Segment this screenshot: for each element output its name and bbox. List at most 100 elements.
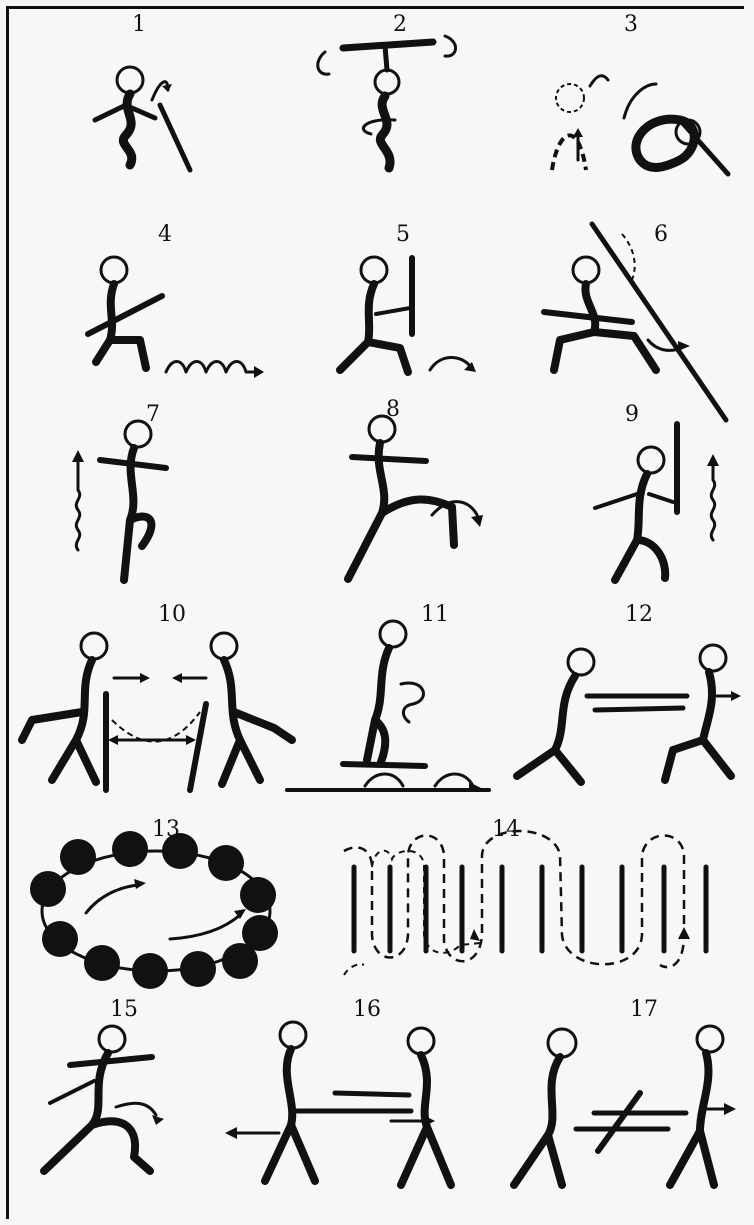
arm bbox=[376, 308, 410, 314]
ball bbox=[42, 921, 78, 957]
head bbox=[573, 257, 599, 283]
left-child-head bbox=[548, 1029, 576, 1057]
right-child-head bbox=[697, 1026, 723, 1052]
curve-arrow bbox=[590, 76, 608, 86]
head bbox=[361, 257, 387, 283]
stick bbox=[160, 105, 190, 170]
arrow-head bbox=[731, 691, 741, 701]
figure-12: 12 bbox=[505, 600, 745, 800]
figure-5: 5 bbox=[320, 210, 500, 390]
figure-2-drawing bbox=[295, 10, 475, 190]
figure-10: 10 bbox=[12, 600, 302, 800]
left-child-head bbox=[280, 1022, 306, 1048]
figure-3-drawing bbox=[530, 10, 740, 190]
arms-up bbox=[385, 46, 387, 70]
right-child-body bbox=[665, 672, 731, 780]
left-child-head bbox=[568, 649, 594, 675]
figure-8: 8 bbox=[320, 395, 510, 590]
arrow-head bbox=[152, 1115, 164, 1125]
figure-11: 11 bbox=[285, 600, 495, 800]
ball bbox=[208, 845, 244, 881]
figure-1-drawing bbox=[60, 10, 210, 190]
figure-11-drawing bbox=[285, 600, 495, 800]
step-arrow bbox=[116, 1103, 156, 1115]
figure-7-drawing bbox=[60, 400, 220, 590]
head bbox=[380, 621, 406, 647]
overhead-stick bbox=[343, 42, 433, 48]
stick bbox=[352, 457, 426, 461]
figure-10-drawing bbox=[12, 600, 302, 800]
figure-4-drawing bbox=[70, 210, 270, 390]
arrow-head bbox=[471, 515, 483, 527]
dashed-head bbox=[556, 84, 584, 112]
head bbox=[638, 447, 664, 473]
figure-14: 14 bbox=[330, 815, 735, 995]
figure-15-drawing bbox=[30, 995, 230, 1195]
figure-16-drawing bbox=[215, 995, 485, 1200]
path-start bbox=[344, 964, 364, 975]
horizontal-stick bbox=[544, 312, 632, 322]
figure-17-drawing bbox=[500, 995, 745, 1200]
stick-on-floor bbox=[343, 764, 425, 766]
forward-arrow bbox=[624, 84, 656, 118]
arrow-head bbox=[724, 1103, 736, 1115]
figure-17: 17 bbox=[500, 995, 745, 1200]
arrow-head bbox=[707, 454, 719, 466]
ball bbox=[84, 945, 120, 981]
jump-arcs bbox=[365, 774, 473, 786]
left-child-body bbox=[22, 660, 96, 782]
inner-arrow bbox=[170, 915, 240, 939]
head bbox=[125, 421, 151, 447]
left-child-body bbox=[265, 1049, 315, 1181]
hop-path-arrow bbox=[166, 362, 254, 373]
squat-body bbox=[615, 474, 665, 580]
head bbox=[375, 70, 399, 94]
arrow-head bbox=[172, 673, 182, 683]
arrow-head bbox=[573, 128, 583, 137]
arms bbox=[595, 492, 673, 508]
stick bbox=[88, 296, 162, 334]
outer-zigzag-path bbox=[344, 831, 684, 967]
ball bbox=[222, 943, 258, 979]
ball bbox=[180, 951, 216, 987]
ball bbox=[240, 877, 276, 913]
stick-upper bbox=[335, 1093, 409, 1095]
left-rotation-arrow bbox=[318, 52, 329, 74]
head bbox=[117, 67, 143, 93]
arm bbox=[50, 1081, 94, 1103]
arrow-head bbox=[140, 673, 150, 683]
figure-2: 2 bbox=[295, 10, 475, 190]
right-child-body bbox=[670, 1053, 714, 1185]
right-rotation-arrow bbox=[445, 36, 456, 56]
right-stick bbox=[190, 704, 206, 790]
wavy-up-arrow bbox=[76, 460, 79, 550]
left-child-body bbox=[514, 1057, 562, 1185]
rotation-arrow bbox=[152, 82, 168, 100]
dashed-roll-path bbox=[552, 135, 586, 170]
head bbox=[99, 1026, 125, 1052]
left-child-body bbox=[517, 676, 581, 782]
figure-16: 16 bbox=[215, 995, 485, 1200]
arrow-head bbox=[254, 366, 264, 378]
ball bbox=[30, 871, 66, 907]
arrow-head bbox=[72, 450, 84, 462]
squatting-body bbox=[340, 284, 408, 372]
jumping-body bbox=[367, 648, 389, 762]
arrow-head bbox=[134, 879, 146, 889]
arrow-head bbox=[162, 84, 172, 92]
right-child-head bbox=[211, 633, 237, 659]
ball bbox=[132, 953, 168, 989]
stepping-body bbox=[44, 1053, 150, 1171]
figure-5-drawing bbox=[320, 210, 500, 390]
arrow-head bbox=[678, 927, 690, 939]
stick-crossed bbox=[598, 1093, 640, 1151]
ball bbox=[60, 839, 96, 875]
right-child-head bbox=[408, 1028, 434, 1054]
left-child-head bbox=[81, 633, 107, 659]
figure-3: 3 bbox=[530, 10, 740, 190]
head bbox=[101, 257, 127, 283]
wavy-up-arrow bbox=[711, 466, 714, 540]
arrow-head bbox=[678, 341, 690, 351]
turn-arrow bbox=[401, 683, 423, 722]
